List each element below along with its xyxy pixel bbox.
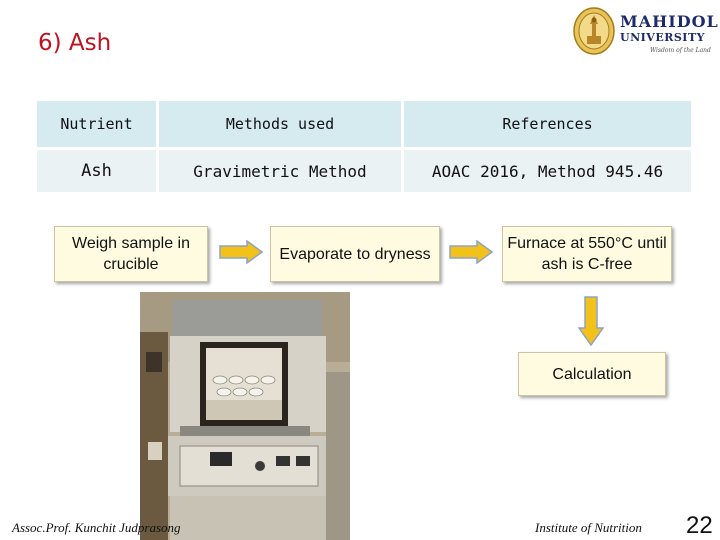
footer-institute: Institute of Nutrition [535, 520, 642, 535]
table-row: Ash Gravimetric Method AOAC 2016, Method… [37, 148, 691, 192]
footer-author: Assoc.Prof. Kunchit Judprasong [12, 520, 181, 535]
arrow-down-icon [578, 296, 604, 346]
step-weigh-sample: Weigh sample in crucible [54, 226, 208, 282]
university-seal-icon [573, 7, 615, 55]
cell-method: Gravimetric Method [157, 148, 404, 192]
page-number: 22 [686, 512, 713, 539]
step-furnace: Furnace at 550°C until ash is C-free [502, 226, 672, 282]
header-methods: Methods used [157, 101, 404, 150]
cell-nutrient: Ash [37, 148, 159, 192]
logo-name-line2: UNIVERSITY [620, 31, 705, 44]
university-logo: MAHIDOL UNIVERSITY Wisdom of the Land [570, 6, 718, 58]
furnace-photo [140, 292, 350, 540]
header-references: References [402, 101, 691, 150]
table-header-row: Nutrient Methods used References [37, 101, 691, 150]
method-table: Nutrient Methods used References Ash Gra… [37, 101, 691, 192]
cell-reference: AOAC 2016, Method 945.46 [402, 148, 691, 192]
logo-motto: Wisdom of the Land [650, 47, 711, 54]
arrow-right-icon [219, 240, 263, 264]
header-nutrient: Nutrient [37, 101, 159, 150]
arrow-right-icon [449, 240, 493, 264]
slide-title: 6) Ash [38, 30, 112, 56]
step-calculation: Calculation [518, 352, 666, 396]
step-evaporate: Evaporate to dryness [270, 226, 440, 282]
logo-name-line1: MAHIDOL [620, 12, 719, 31]
